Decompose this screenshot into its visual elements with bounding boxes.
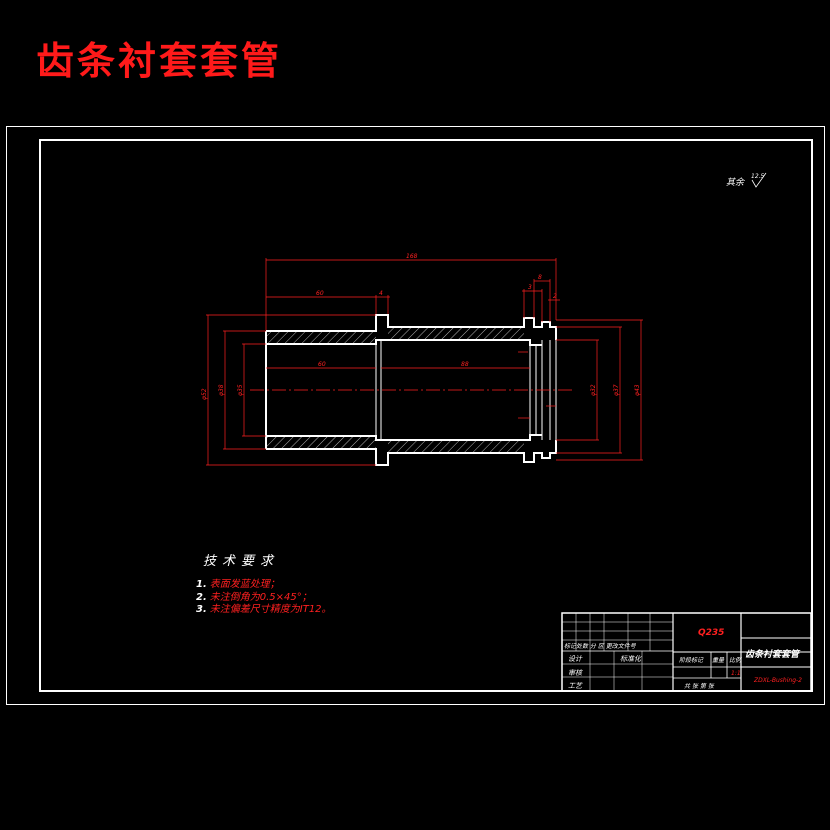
tech-item-number: 2.: [196, 591, 207, 603]
tech-item-text: 表面发蓝处理；: [209, 579, 280, 590]
dim-right-c: 2: [553, 293, 557, 300]
roughness-prefix: 其余: [726, 177, 745, 188]
dim-flange-width: 4: [379, 290, 383, 297]
tb-row-marks: 标记处数 分 区 更改文件号: [564, 642, 637, 650]
tech-item-text: 未注偏差尺寸精度为IT12。: [209, 604, 332, 615]
tech-item: 1.表面发蓝处理；: [196, 579, 332, 592]
tb-scale-label: 比例: [729, 656, 742, 664]
tb-checker: 审核: [568, 669, 583, 677]
tb-standardize: 标准化: [620, 655, 642, 663]
dimension-texts: 168 60 4 8 3 2 60 88 φ52 φ38 φ35 φ32 φ37…: [201, 253, 641, 400]
sheet-inner-border: [39, 139, 813, 692]
roughness-value: 12.5: [751, 173, 765, 180]
tb-stage: 阶段标记: [679, 656, 704, 664]
tech-item: 3.未注偏差尺寸精度为IT12。: [196, 604, 332, 617]
dim-inner-left: 60: [318, 361, 326, 368]
dim-right-a: 8: [538, 274, 542, 281]
dim-dia-right-a: φ32: [590, 384, 597, 396]
tech-item-text: 未注倒角为0.5×45°；: [209, 591, 312, 603]
title-block-texts: Q235 齿条衬套套管 标记处数 分 区 更改文件号 设计 标准化 审核 工艺 …: [564, 628, 802, 690]
drawing-title: 齿条衬套套管: [36, 38, 283, 83]
title-block-grid: [561, 612, 812, 692]
tb-scale-value: 1:1: [731, 670, 741, 677]
tech-item: 2.未注倒角为0.5×45°；: [196, 592, 332, 605]
dim-dia-left-inner: φ35: [237, 384, 244, 396]
tb-designer: 设计: [568, 655, 583, 663]
tech-requirements-list: 1.表面发蓝处理； 2.未注倒角为0.5×45°； 3.未注偏差尺寸精度为IT1…: [196, 579, 332, 617]
dim-right-b: 3: [528, 284, 532, 291]
dim-inner-right: 88: [461, 361, 469, 368]
dim-dia-left-outer: φ52: [201, 388, 208, 400]
tb-drawing-no: ZDXL-Bushing-2: [753, 677, 802, 684]
dim-left-section: 60: [316, 290, 324, 297]
dim-overall-length: 168: [406, 253, 418, 260]
tb-weight: 重量: [712, 657, 725, 664]
roughness-symbol: [751, 172, 767, 188]
tech-item-number: 1.: [196, 579, 207, 590]
dim-dia-right-b: φ37: [613, 384, 620, 396]
tb-process: 工艺: [568, 682, 583, 690]
dim-dia-right-c: φ43: [634, 384, 641, 396]
dimension-lines: [206, 258, 643, 466]
tech-requirements-heading: 技术要求: [203, 554, 280, 569]
tb-part-name: 齿条衬套套管: [745, 649, 801, 660]
tech-item-number: 3.: [196, 604, 207, 615]
tb-sheets: 共 张 第 张: [684, 682, 715, 690]
dim-dia-left-mid: φ38: [218, 384, 225, 396]
tb-material: Q235: [698, 628, 724, 638]
sheet-outer-border: [6, 126, 825, 705]
